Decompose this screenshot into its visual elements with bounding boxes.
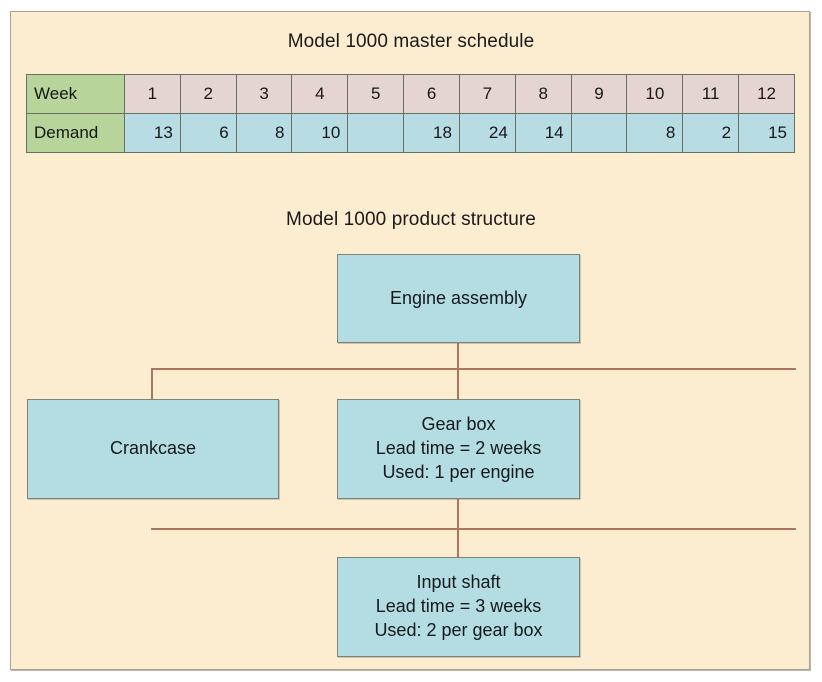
- demand-cell-8: 14: [514, 113, 572, 153]
- demand-cell-10: 8: [626, 113, 684, 153]
- connector-engine-to-level1: [457, 343, 459, 399]
- demand-cell-6: 18: [403, 113, 460, 153]
- demand-cell-3: 8: [235, 113, 293, 153]
- node-gear-box: Gear box Lead time = 2 weeks Used: 1 per…: [337, 399, 580, 499]
- node-input-shaft: Input shaft Lead time = 3 weeks Used: 2 …: [337, 557, 580, 657]
- master-schedule-table: Week 1 2 3 4 5 6 7 8 9 10 11 12 Demand 1…: [26, 74, 795, 153]
- node-input-shaft-usage: Used: 2 per gear box: [374, 619, 543, 640]
- figure-card: Model 1000 master schedule Week 1 2 3 4 …: [10, 11, 810, 670]
- connector-level1-horizontal: [151, 368, 796, 370]
- connector-level2-horizontal: [151, 528, 796, 530]
- connector-level1-to-crankcase: [151, 368, 153, 399]
- row-label-week: Week: [26, 74, 125, 114]
- week-cell-1: 1: [124, 74, 181, 114]
- node-engine-assembly: Engine assembly: [337, 254, 580, 343]
- week-cell-11: 11: [682, 74, 740, 114]
- table-row-week: Week 1 2 3 4 5 6 7 8 9 10 11 12: [26, 74, 795, 114]
- demand-cell-9: [570, 113, 628, 153]
- week-cell-9: 9: [570, 74, 628, 114]
- node-crankcase-name: Crankcase: [109, 438, 197, 459]
- node-gear-box-usage: Used: 1 per engine: [382, 461, 535, 482]
- week-cell-7: 7: [458, 74, 516, 114]
- master-schedule-title: Model 1000 master schedule: [287, 31, 535, 52]
- demand-cell-11: 2: [682, 113, 740, 153]
- row-label-demand: Demand: [26, 113, 125, 153]
- demand-cell-7: 24: [458, 113, 516, 153]
- product-structure-diagram: Engine assembly Crankcase Gear box Lead …: [11, 12, 811, 671]
- node-input-shaft-name: Input shaft: [416, 572, 501, 593]
- demand-cell-2: 6: [179, 113, 237, 153]
- node-gear-box-name: Gear box: [421, 414, 496, 435]
- week-cell-6: 6: [403, 74, 460, 114]
- week-cell-3: 3: [235, 74, 293, 114]
- node-crankcase: Crankcase: [27, 399, 279, 499]
- product-structure-title: Model 1000 product structure: [286, 209, 536, 230]
- week-cell-12: 12: [738, 74, 795, 114]
- week-cell-4: 4: [291, 74, 349, 114]
- table-row-demand: Demand 13 6 8 10 18 24 14 8 2 15: [26, 113, 795, 153]
- node-input-shaft-lead-time: Lead time = 3 weeks: [375, 596, 542, 617]
- demand-cell-12: 15: [738, 113, 795, 153]
- node-engine-assembly-name: Engine assembly: [389, 287, 528, 308]
- node-gear-box-lead-time: Lead time = 2 weeks: [375, 438, 542, 459]
